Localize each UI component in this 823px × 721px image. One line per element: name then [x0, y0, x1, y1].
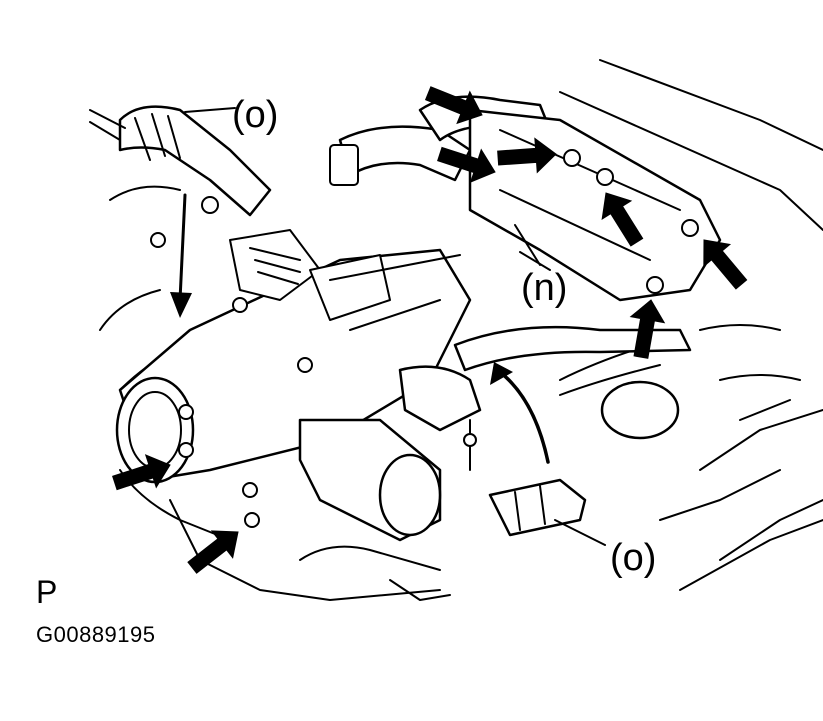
bottom-hose — [453, 325, 692, 537]
arrow-icon — [437, 146, 496, 183]
label-bottom-hose: (o) — [610, 537, 656, 579]
arrow-icon — [497, 137, 557, 174]
arrow-icon — [601, 192, 644, 247]
arrow-icon — [424, 86, 483, 125]
label-top-hose: (o) — [232, 94, 278, 136]
figure-code: G00889195 — [36, 622, 156, 647]
leader-bottom-hose — [554, 519, 606, 546]
view-letter: P — [36, 574, 58, 610]
long-arrow-left — [170, 193, 192, 318]
actuator-housing — [298, 365, 482, 542]
curved-arrow — [490, 362, 550, 464]
label-manifold: (n) — [521, 267, 567, 309]
arrow-icon — [629, 299, 666, 359]
intake-manifold — [468, 108, 722, 302]
arrow-icon — [112, 454, 171, 491]
throttle-body — [115, 229, 472, 528]
pointer-arrows — [112, 86, 748, 574]
arrow-icon — [187, 530, 239, 574]
top-hose — [89, 105, 272, 248]
leader-lines — [184, 107, 606, 546]
leader-top-hose — [184, 107, 236, 113]
leader-manifold — [514, 224, 541, 266]
arrow-icon — [703, 239, 748, 290]
